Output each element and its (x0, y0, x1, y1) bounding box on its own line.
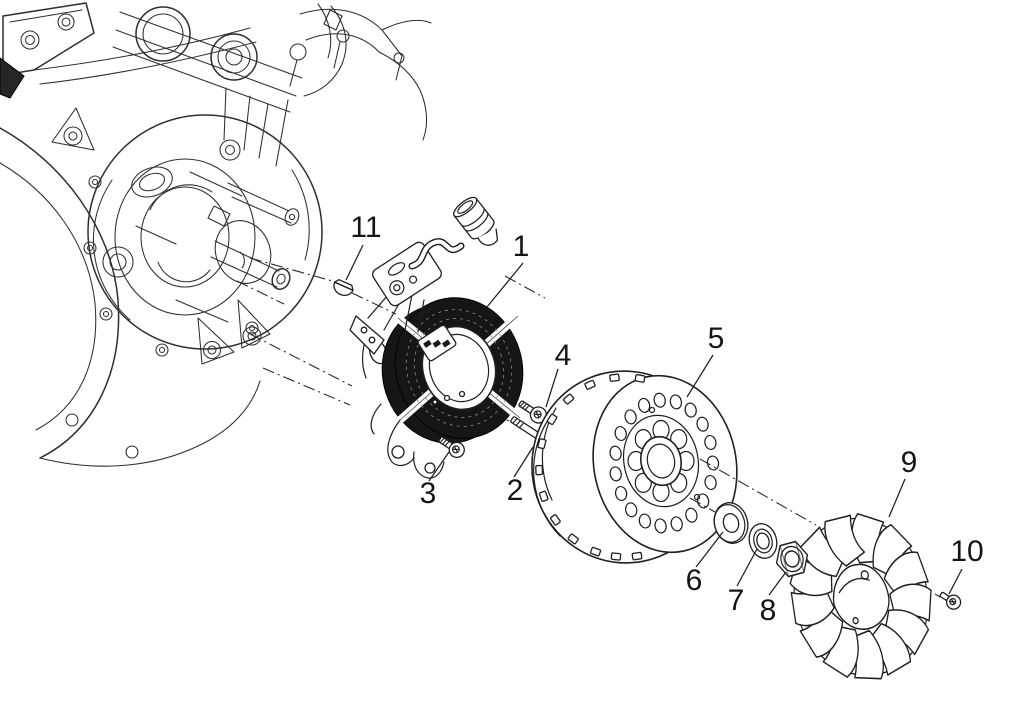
flywheel-rotor (531, 370, 738, 564)
callout-4: 4 (554, 339, 572, 372)
connector-block (372, 241, 442, 307)
screw-4 (518, 400, 548, 424)
cooling-fan (789, 512, 932, 680)
callout-3: 3 (419, 477, 437, 510)
spring-washer (748, 523, 778, 559)
callout-9: 9 (900, 446, 918, 479)
callout-5: 5 (707, 322, 725, 355)
stator-assembly (349, 196, 524, 479)
leader-lines (345, 244, 963, 596)
callout-2: 2 (506, 474, 524, 507)
callout-6: 6 (685, 564, 703, 597)
callout-8: 8 (759, 594, 777, 627)
callout-1: 1 (512, 230, 530, 263)
screw-10 (939, 591, 962, 610)
engine-crankcase-drawing (0, 2, 432, 467)
woodruff-key (333, 279, 354, 296)
flywheel-face-holes (609, 392, 720, 534)
ignition-cable (408, 238, 465, 270)
callout-10: 10 (950, 535, 984, 568)
spark-plug-cap (453, 196, 499, 246)
callout-7: 7 (727, 584, 745, 617)
screw-3 (438, 436, 465, 459)
callout-11: 11 (350, 211, 382, 244)
hex-nut (775, 540, 809, 578)
flywheel-rim-slots (535, 373, 646, 561)
